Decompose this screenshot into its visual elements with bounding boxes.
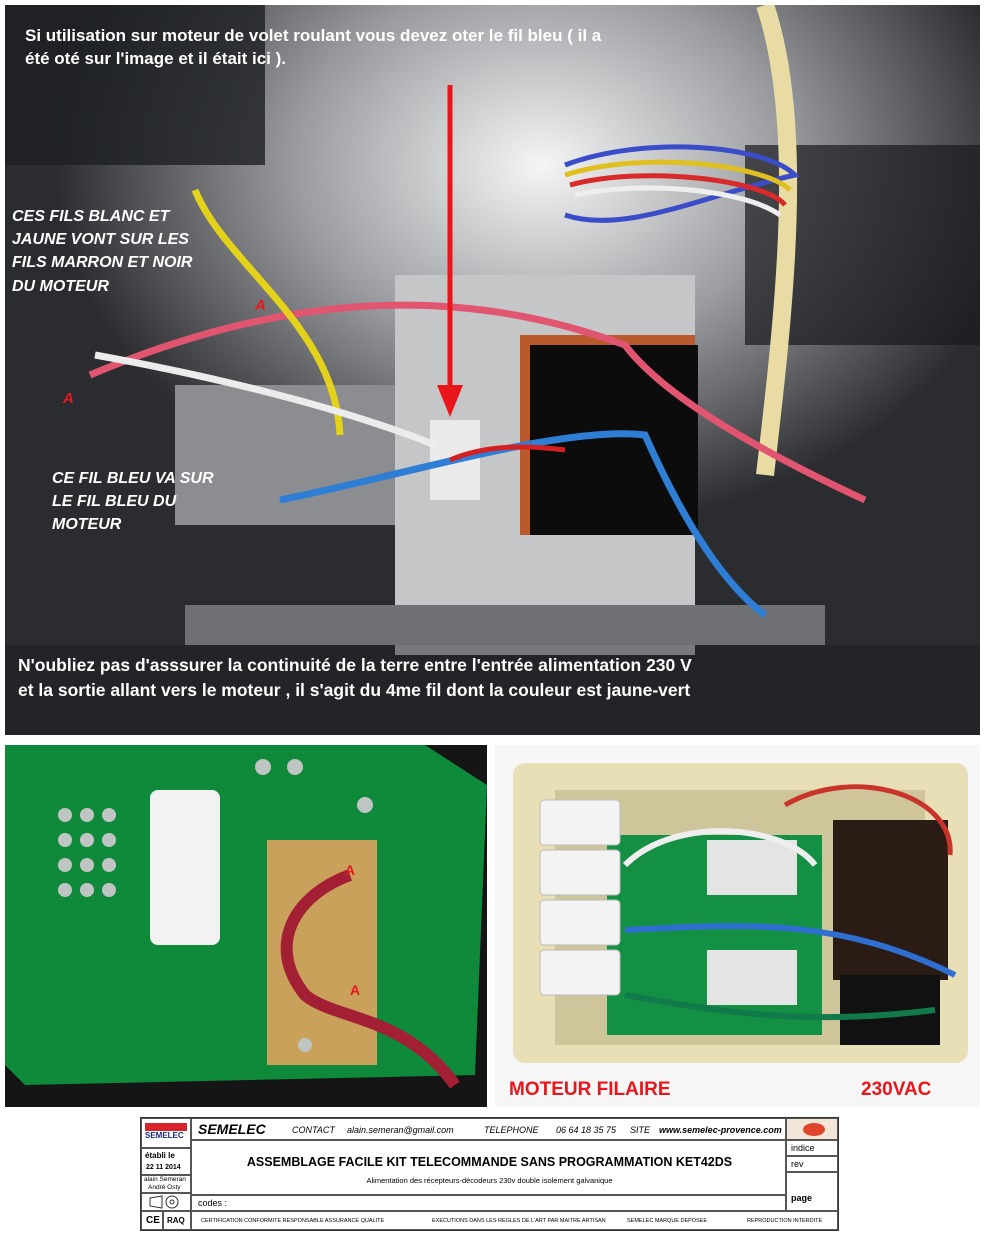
corner-logo xyxy=(786,1118,838,1140)
title-block: SEMELEC SEMELEC CONTACT alain.semeran@gm… xyxy=(140,1117,839,1231)
blue-wire-note: CE FIL BLEU VA SUR LE FIL BLEU DU MOTEUR xyxy=(52,470,214,534)
top-wiring-photo: Si utilisation sur moteur de volet roula… xyxy=(5,5,980,735)
title-cell: ASSEMBLAGE FACILE KIT TELECOMMANDE SANS … xyxy=(191,1140,786,1195)
projection-symbol-icon xyxy=(141,1193,191,1211)
logo: SEMELEC xyxy=(141,1118,191,1148)
pcb-underside-photo: A A xyxy=(5,745,487,1107)
company-name: SEMELEC xyxy=(198,1121,266,1137)
marker-a-left-1: A xyxy=(345,862,356,878)
raq-mark: RAQ xyxy=(163,1211,191,1230)
marker-a-top-1: A xyxy=(255,297,266,314)
codes-row: codes : xyxy=(191,1195,786,1211)
contact-email: alain.semeran@gmail.com xyxy=(347,1125,454,1135)
contact-row: SEMELEC CONTACT alain.semeran@gmail.com … xyxy=(191,1118,786,1140)
white-yellow-wires-note: CES FILS BLANC ET JAUNE VONT SUR LES FIL… xyxy=(12,208,193,295)
marker-a-top-2: A xyxy=(63,390,74,407)
moteur-filaire-label: MOTEUR FILAIRE xyxy=(509,1079,671,1100)
earth-continuity-note: N'oubliez pas d'asssurer la continuité d… xyxy=(18,655,692,701)
footer-row: CERTIFICATION CONFORMITE RESPONSABLE ASS… xyxy=(191,1211,838,1230)
date-cell: établi le 22 11 2014 xyxy=(141,1148,191,1175)
right-photo-illustration xyxy=(495,745,980,1107)
top-photo-illustration xyxy=(5,5,980,735)
site-url: www.semelec-provence.com xyxy=(659,1125,782,1135)
document-subtitle: Alimentation des récepteurs-décodeurs 23… xyxy=(366,1176,613,1185)
left-photo-illustration xyxy=(5,745,487,1107)
enclosure-wiring-photo: MOTEUR FILAIRE 230VAC xyxy=(495,745,980,1107)
marker-a-left-2: A xyxy=(350,982,361,998)
telephone-number: 06 64 18 35 75 xyxy=(556,1125,617,1135)
ce-mark: CE xyxy=(141,1211,163,1230)
voltage-label: 230VAC xyxy=(861,1079,932,1100)
blue-wire-removal-note: Si utilisation sur moteur de volet roula… xyxy=(25,26,602,68)
document-title: ASSEMBLAGE FACILE KIT TELECOMMANDE SANS … xyxy=(246,1155,733,1169)
authors-cell: alain Semeran André Osty xyxy=(141,1175,191,1193)
